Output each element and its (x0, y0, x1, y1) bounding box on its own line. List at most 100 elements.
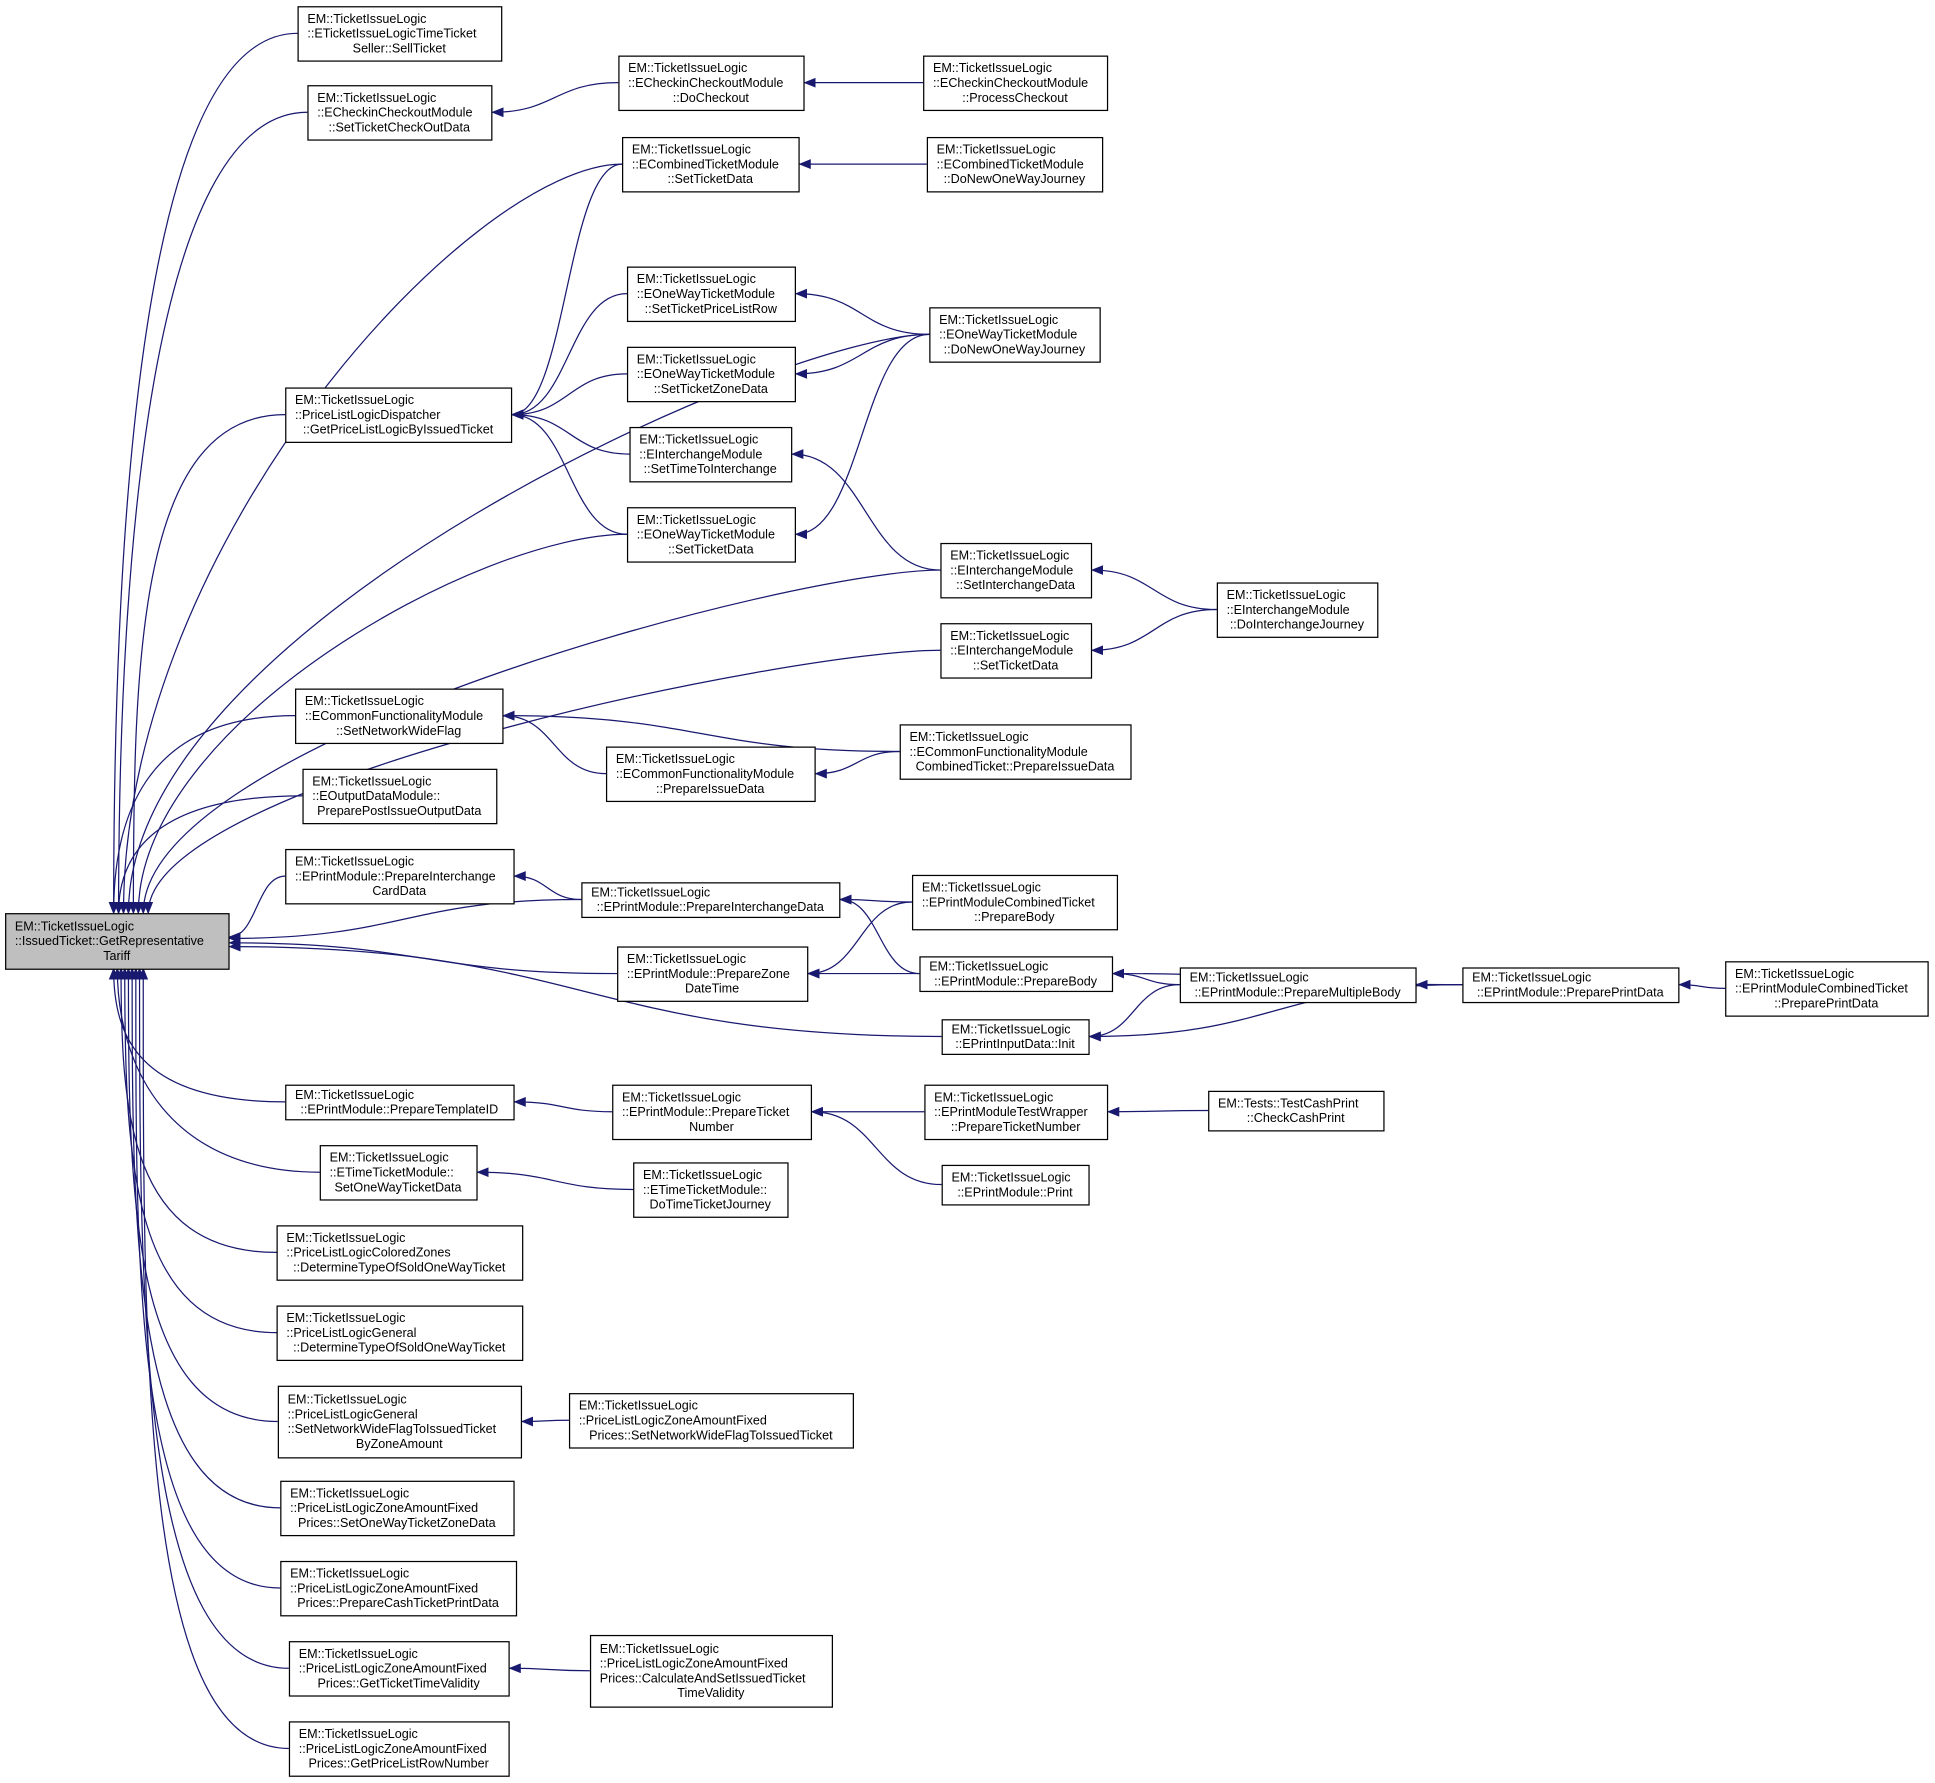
call-edge-zafpvalid-to-root (134, 967, 289, 1669)
caller-node-print[interactable]: EM::TicketIssueLogic::EPrintModule::Prin… (941, 1164, 1090, 1206)
node-label-line: EM::TicketIssueLogic (288, 1393, 407, 1407)
caller-node-zafpcash[interactable]: EM::TicketIssueLogic::PriceListLogicZone… (280, 1560, 518, 1617)
caller-node-onewaytime[interactable]: EM::TicketIssueLogic::ETimeTicketModule:… (319, 1145, 478, 1201)
caller-node-combnew[interactable]: EM::TicketIssueLogic::ECombinedTicketMod… (926, 136, 1104, 193)
caller-node-setcheckout[interactable]: EM::TicketIssueLogic::ECheckinCheckoutMo… (307, 85, 493, 141)
node-label-line: EM::TicketIssueLogic (637, 513, 756, 527)
node-box (302, 768, 498, 825)
node-box (617, 946, 809, 1002)
call-edge-picdata-to-root (228, 898, 582, 944)
caller-node-ownew[interactable]: EM::TicketIssueLogic::EOneWayTicketModul… (929, 307, 1101, 363)
caller-node-owpricelist[interactable]: EM::TicketIssueLogic::EOneWayTicketModul… (626, 266, 796, 323)
node-label-line: EM::TicketIssueLogic (937, 143, 1056, 157)
caller-node-zone[interactable]: EM::TicketIssueLogic::EPrintModule::Prep… (617, 946, 809, 1002)
node-label-line: ::EOutputDataModule:: (312, 789, 440, 803)
node-box (941, 1019, 1090, 1055)
call-edge-picdata-to-piccard (513, 871, 582, 901)
caller-node-cfcomb[interactable]: EM::TicketIssueLogic::ECommonFunctionali… (899, 724, 1132, 780)
caller-node-cfsetnet[interactable]: EM::TicketIssueLogic::ECommonFunctionali… (295, 688, 504, 745)
node-label-line: ::SetTicketPriceListRow (645, 302, 778, 316)
call-edge-combbody-to-zone (807, 901, 912, 979)
node-label-line: EM::TicketIssueLogic (1472, 971, 1591, 985)
caller-node-printdata[interactable]: EM::TicketIssueLogic::EPrintModule::Prep… (1462, 967, 1680, 1004)
call-edge-zafpzone-to-root (127, 967, 281, 1509)
node-label-line: EM::TicketIssueLogic (929, 959, 1048, 973)
node-box (5, 913, 230, 970)
caller-node-zafpvalid[interactable]: EM::TicketIssueLogic::PriceListLogicZone… (288, 1641, 510, 1697)
caller-node-zafpnet[interactable]: EM::TicketIssueLogic::PriceListLogicZone… (568, 1393, 854, 1449)
node-box (633, 1162, 789, 1218)
caller-node-body[interactable]: EM::TicketIssueLogic::EPrintModule::Prep… (919, 956, 1114, 993)
call-edge-cashprint-to-wrapper (1106, 1106, 1209, 1117)
node-label-line: EM::TicketIssueLogic (1735, 967, 1854, 981)
node-label-line: EM::TicketIssueLogic (1227, 588, 1346, 602)
caller-node-picdata[interactable]: EM::TicketIssueLogic::EPrintModule::Prep… (581, 882, 841, 919)
caller-node-dispatcher[interactable]: EM::TicketIssueLogic::PriceListLogicDisp… (285, 387, 513, 443)
node-label-line: EM::TicketIssueLogic (290, 1567, 409, 1581)
caller-node-icsettd[interactable]: EM::TicketIssueLogic::EInterchangeModule… (940, 623, 1093, 679)
caller-node-combprint[interactable]: EM::TicketIssueLogic::EPrintModuleCombin… (1725, 961, 1929, 1017)
node-label-line: ::EPrintModule::PrepareInterchangeData (597, 900, 824, 914)
call-edge-combsettd-to-dispatcher (510, 163, 623, 420)
node-box (1216, 582, 1379, 638)
node-label-line: ::ECheckinCheckoutModule (317, 106, 472, 120)
node-label-line: ::EPrintModule::PrepareTemplateID (300, 1103, 498, 1117)
node-label-line: EM::TicketIssueLogic (910, 730, 1029, 744)
call-edge-cfcomb-to-cfprep (814, 750, 900, 779)
caller-node-combsettd[interactable]: EM::TicketIssueLogic::ECombinedTicketMod… (622, 136, 800, 193)
caller-node-owzone[interactable]: EM::TicketIssueLogic::EOneWayTicketModul… (626, 346, 796, 403)
node-label-line: EM::TicketIssueLogic (1190, 971, 1309, 985)
node-label-line: ::EOneWayTicketModule (637, 287, 775, 301)
node-label-line: ::PrepareTicketNumber (951, 1120, 1081, 1134)
caller-node-doic[interactable]: EM::TicketIssueLogic::EInterchangeModule… (1216, 582, 1379, 638)
caller-node-dotime[interactable]: EM::TicketIssueLogic::ETimeTicketModule:… (633, 1162, 789, 1218)
node-label-line: ::DoNewOneWayJourney (944, 343, 1086, 357)
node-label-line: ::SetInterchangeData (956, 578, 1075, 592)
node-label-line: ::PrepareBody (974, 910, 1055, 924)
caller-node-init[interactable]: EM::TicketIssueLogic::EPrintInputData::I… (941, 1019, 1090, 1055)
caller-node-piccard[interactable]: EM::TicketIssueLogic::EPrintModule::Prep… (285, 848, 515, 905)
caller-node-docheckout[interactable]: EM::TicketIssueLogic::ECheckinCheckoutMo… (618, 55, 805, 112)
caller-node-zafpcalc[interactable]: EM::TicketIssueLogic::PriceListLogicZone… (589, 1634, 834, 1708)
node-label-line: ::PriceListLogicZoneAmountFixed (290, 1581, 478, 1595)
caller-node-settimeic[interactable]: EM::TicketIssueLogic::EInterchangeModule… (629, 426, 793, 483)
caller-node-multi[interactable]: EM::TicketIssueLogic::EPrintModule::Prep… (1179, 967, 1417, 1004)
node-box (629, 426, 793, 483)
caller-node-combbody[interactable]: EM::TicketIssueLogic::EPrintModuleCombin… (911, 874, 1119, 931)
caller-node-wrapper[interactable]: EM::TicketIssueLogic::EPrintModuleTestWr… (924, 1084, 1109, 1141)
caller-node-cashprint[interactable]: EM::Tests::TestCashPrint::CheckCashPrint (1208, 1090, 1385, 1132)
node-box (1179, 967, 1417, 1004)
call-edge-docheckout-to-setcheckout (491, 82, 619, 118)
caller-node-sell[interactable]: EM::TicketIssueLogic::ETicketIssueLogicT… (297, 6, 503, 62)
caller-node-zafpzone[interactable]: EM::TicketIssueLogic::PriceListLogicZone… (280, 1480, 515, 1537)
node-box (940, 542, 1093, 599)
caller-node-ticketnum[interactable]: EM::TicketIssueLogic::EPrintModule::Prep… (612, 1084, 813, 1141)
call-edge-multi-to-init (1088, 984, 1180, 1042)
node-label-line: ::SetTicketZoneData (654, 382, 768, 396)
node-box (285, 387, 513, 443)
caller-node-seticdata[interactable]: EM::TicketIssueLogic::EInterchangeModule… (940, 542, 1093, 599)
caller-node-processcheckout[interactable]: EM::TicketIssueLogic::ECheckinCheckoutMo… (923, 55, 1109, 112)
call-edge-seticdata-to-root (138, 569, 941, 915)
caller-node-gennet[interactable]: EM::TicketIssueLogic::PriceListLogicGene… (277, 1385, 523, 1459)
node-label-line: EM::TicketIssueLogic (290, 1486, 409, 1500)
call-edge-setcheckout-to-root (113, 111, 308, 915)
node-label-line: ::ETicketIssueLogicTimeTicket (307, 27, 477, 41)
caller-node-cfprep[interactable]: EM::TicketIssueLogic::ECommonFunctionali… (605, 746, 816, 803)
caller-node-colored[interactable]: EM::TicketIssueLogic::PriceListLogicColo… (276, 1225, 524, 1281)
node-label-line: ::SetNetworkWideFlagToIssuedTicket (288, 1422, 497, 1436)
node-label-line: ::CheckCashPrint (1247, 1111, 1345, 1125)
node-label-line: Tariff (103, 949, 131, 963)
caller-node-owsettd[interactable]: EM::TicketIssueLogic::EOneWayTicketModul… (626, 507, 796, 563)
node-label-line: DateTime (685, 982, 739, 996)
node-label-line: ::EPrintModule::PrepareBody (934, 974, 1098, 988)
root-node[interactable]: EM::TicketIssueLogic::IssuedTicket::GetR… (5, 913, 230, 970)
caller-node-zafprow[interactable]: EM::TicketIssueLogic::PriceListLogicZone… (288, 1721, 510, 1777)
node-label-line: TimeValidity (677, 1686, 745, 1700)
call-edge-dotime-to-onewaytime (476, 1167, 634, 1191)
caller-node-output[interactable]: EM::TicketIssueLogic::EOutputDataModule:… (302, 768, 498, 825)
caller-node-general[interactable]: EM::TicketIssueLogic::PriceListLogicGene… (276, 1305, 524, 1362)
node-box (280, 1480, 515, 1537)
caller-node-template[interactable]: EM::TicketIssueLogic::EPrintModule::Prep… (285, 1084, 515, 1121)
node-label-line: Seller::SellTicket (353, 41, 447, 55)
